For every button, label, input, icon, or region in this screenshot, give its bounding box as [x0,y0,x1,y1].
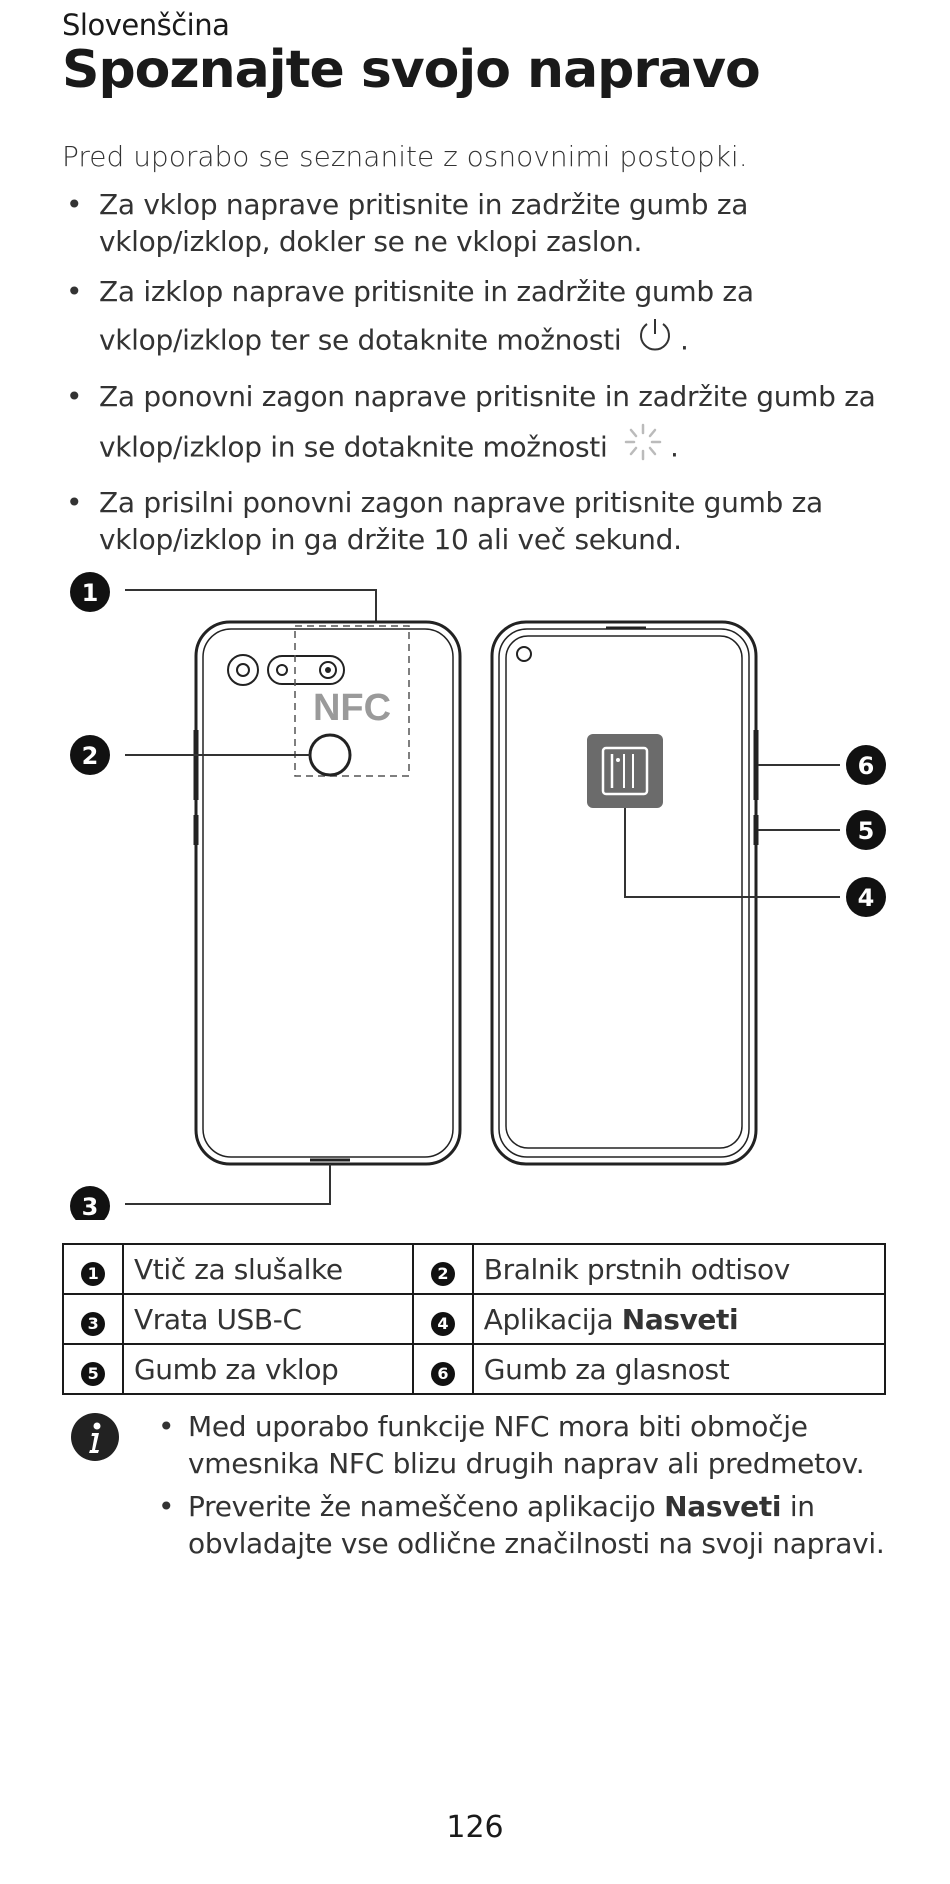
callout-4: 4 [624,808,886,917]
note-text: Med uporabo funkcije NFC mora biti območ… [188,1410,865,1480]
intro-text: Pred uporabo se seznanite z osnovnimi po… [62,140,748,173]
number-badge: 3 [81,1311,105,1336]
list-item: • Za ponovni zagon naprave pritisnite in… [62,375,892,478]
svg-text:4: 4 [858,884,875,912]
language-label: Slovenščina [62,8,230,42]
svg-text:1: 1 [82,579,99,607]
number-badge: 6 [430,1361,455,1386]
number-badge: 2 [430,1261,455,1286]
table-cell: Bralnik prstnih odtisov [471,1243,887,1295]
list-item: • Za vklop naprave pritisnite in zadržit… [66,188,749,258]
info-icon [70,1412,120,1466]
instructions-list: • Za vklop naprave pritisnite in zadržit… [62,186,892,564]
table-cell: Gumb za glasnost [471,1343,887,1395]
front-camera [516,646,532,662]
page-number: 126 [446,1810,504,1845]
callout-2: 2 [70,735,310,775]
callout-6: 6 [758,745,886,785]
callout-1: 1 [70,572,377,626]
number-badge: 5 [81,1361,105,1386]
svg-text:2: 2 [82,742,99,770]
callout-3: 3 [70,1164,331,1220]
table-row: 3 Vrata USB-C 4 Aplikacija Nasveti [62,1293,887,1345]
table-cell: Aplikacija Nasveti [471,1293,887,1345]
bullet-text: Za prisilni ponovni zagon naprave pritis… [99,486,823,556]
notes-list: • Med uporabo funkcije NFC mora biti obm… [70,1408,900,1562]
power-icon [634,314,676,369]
list-item: • Za prisilni ponovni zagon naprave prit… [66,486,823,556]
svg-text:6: 6 [858,752,875,780]
table-cell: Vtič za slušalke [122,1243,414,1295]
table-cell: Gumb za vklop [122,1343,414,1395]
tips-app-icon [587,734,663,808]
number-badge: 4 [430,1311,455,1336]
table-row: 5 Gumb za vklop 6 Gumb za glasnost [62,1343,887,1395]
restart-icon [620,419,666,478]
note-text: Preverite že nameščeno aplikacijo Nasvet… [188,1490,885,1560]
svg-text:5: 5 [858,817,875,845]
callout-5: 5 [758,810,886,850]
table-cell: Vrata USB-C [122,1293,414,1345]
page-title: Spoznajte svojo napravo [62,40,761,100]
phone-back: NFC [193,620,462,1166]
bullet-text: Za izklop naprave pritisnite in zadržite… [99,275,754,357]
device-diagram: 1 NFC 2 3 [70,572,886,1220]
camera-icon [227,654,345,686]
svg-text:3: 3 [82,1193,99,1220]
note-box: • Med uporabo funkcije NFC mora biti obm… [70,1408,900,1568]
parts-table: 1 Vtič za slušalke 2 Bralnik prstnih odt… [62,1243,887,1395]
list-item: • Preverite že nameščeno aplikacijo Nasv… [158,1490,885,1560]
bullet-text: Za vklop naprave pritisnite in zadržite … [99,188,749,258]
number-badge: 1 [81,1261,105,1286]
bullet-text: Za ponovni zagon naprave pritisnite in z… [99,380,876,464]
nfc-label: NFC [313,687,391,729]
list-item: • Za izklop naprave pritisnite in zadrži… [62,270,892,369]
list-item: • Med uporabo funkcije NFC mora biti obm… [158,1410,865,1480]
table-row: 1 Vtič za slušalke 2 Bralnik prstnih odt… [62,1243,887,1295]
